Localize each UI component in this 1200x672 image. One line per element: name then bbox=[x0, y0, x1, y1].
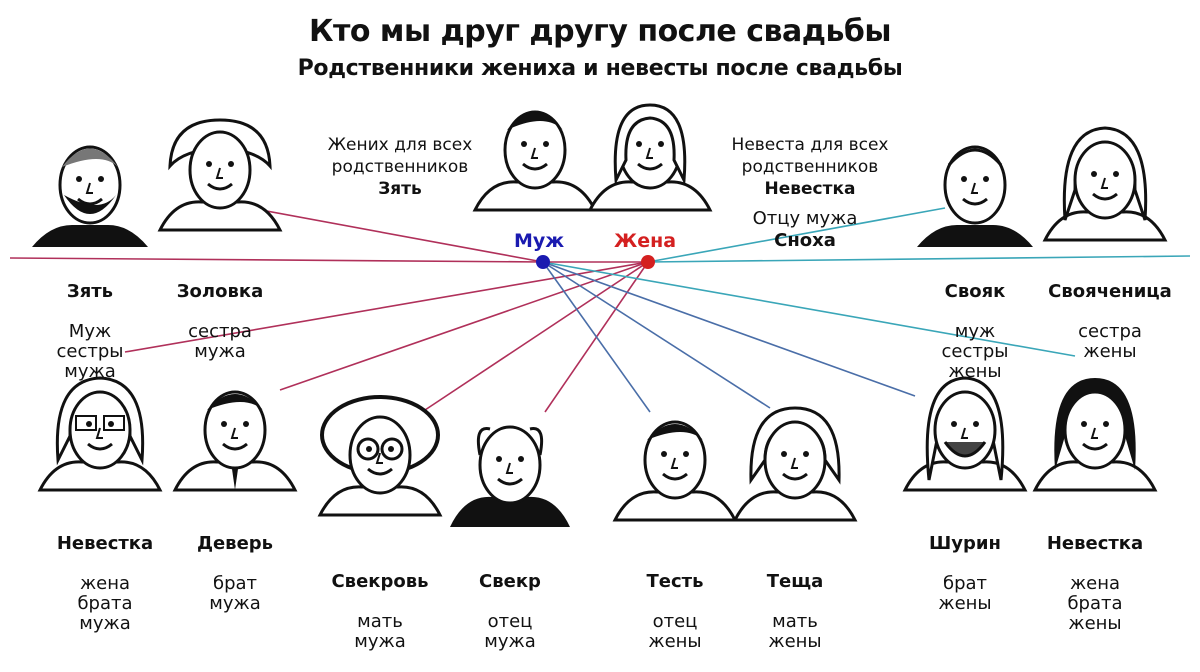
dever-title: Деверь bbox=[196, 533, 274, 554]
zolovka-portrait bbox=[158, 118, 282, 232]
bride-note-line3: Невестка bbox=[764, 179, 856, 199]
line-nevestka2 bbox=[542, 261, 1076, 357]
dever-desc: брат мужа bbox=[209, 573, 261, 614]
zyat-desc: Муж сестры мужа bbox=[56, 321, 124, 382]
label-svekrov: Свекровь мать мужа bbox=[315, 552, 445, 672]
svekr-title: Свекр bbox=[479, 571, 541, 592]
label-zolovka: Золовка сестра мужа bbox=[150, 262, 290, 382]
label-nevestka1: Невестка жена брата мужа bbox=[40, 514, 170, 654]
test-portrait bbox=[613, 420, 737, 522]
svekr-desc: отец мужа bbox=[484, 611, 536, 652]
label-shurin: Шурин брат жены bbox=[910, 514, 1020, 634]
svekrov-portrait bbox=[318, 395, 442, 517]
label-test: Тесть отец жены bbox=[620, 552, 730, 672]
teshcha-title: Теща bbox=[766, 571, 824, 592]
bride-portrait bbox=[588, 103, 712, 212]
groom-note-line3: Зять bbox=[378, 179, 422, 199]
bride-note-line5: Сноха bbox=[774, 230, 836, 251]
groom-portrait bbox=[473, 110, 597, 212]
svoyachenitsa-portrait bbox=[1043, 126, 1167, 242]
zolovka-title: Золовка bbox=[176, 281, 264, 302]
label-zyat: Зять Муж сестры мужа bbox=[30, 262, 150, 402]
connection-lines bbox=[9, 207, 1191, 413]
teshcha-portrait bbox=[733, 406, 857, 522]
shurin-portrait bbox=[903, 376, 1027, 492]
bride-note-line4: Отцу мужа bbox=[752, 208, 858, 229]
nevestka1-desc: жена брата мужа bbox=[77, 573, 133, 634]
line-teshcha bbox=[542, 261, 771, 409]
label-nevestka2: Невестка жена брата жены bbox=[1030, 514, 1160, 654]
bride-note: Невеста для всех родственников Невестка bbox=[700, 134, 920, 200]
test-title: Тесть bbox=[646, 571, 704, 592]
label-dever: Деверь брат мужа bbox=[175, 514, 295, 634]
husband-label: Муж bbox=[514, 230, 565, 252]
line-svoyachenitsa bbox=[647, 255, 1191, 263]
test-desc: отец жены bbox=[648, 611, 702, 652]
bride-note-line2: родственников bbox=[741, 157, 879, 177]
groom-note: Жених для всех родственников Зять bbox=[300, 134, 500, 200]
wife-node bbox=[641, 255, 655, 269]
line-nevestka1 bbox=[124, 261, 649, 353]
svekrov-title: Свекровь bbox=[331, 571, 429, 592]
dever-portrait bbox=[173, 390, 297, 492]
line-svoyak bbox=[647, 207, 946, 263]
bride-note-father: Отцу мужа Сноха bbox=[730, 208, 880, 252]
line-test bbox=[542, 261, 651, 413]
svekrov-desc: мать мужа bbox=[354, 611, 406, 652]
svekr-portrait bbox=[450, 425, 570, 527]
diagram-subtitle: Родственники жениха и невесты после свад… bbox=[297, 56, 903, 81]
label-svoyak: Свояк муж сестры жены bbox=[915, 262, 1035, 402]
nevestka2-title: Невестка bbox=[1046, 533, 1144, 554]
line-dever bbox=[279, 261, 649, 391]
svoyachenitsa-desc: сестра жены bbox=[1078, 321, 1142, 362]
nevestka1-title: Невестка bbox=[56, 533, 154, 554]
svoyak-portrait bbox=[917, 145, 1033, 247]
label-svoyachenitsa: Свояченица сестра жены bbox=[1035, 262, 1185, 382]
zyat-title: Зять bbox=[66, 281, 114, 302]
groom-note-line1: Жених для всех bbox=[327, 135, 473, 155]
teshcha-desc: мать жены bbox=[768, 611, 822, 652]
line-shurin bbox=[542, 261, 916, 397]
svoyak-title: Свояк bbox=[944, 281, 1006, 302]
nevestka1-portrait bbox=[38, 376, 162, 492]
husband-node bbox=[536, 255, 550, 269]
shurin-title: Шурин bbox=[929, 533, 1001, 554]
label-teshcha: Теща мать жены bbox=[740, 552, 850, 672]
wife-label: Жена bbox=[614, 230, 677, 252]
svoyachenitsa-title: Свояченица bbox=[1048, 281, 1172, 302]
label-svekr: Свекр отец мужа bbox=[455, 552, 565, 672]
groom-note-line2: родственников bbox=[331, 157, 469, 177]
shurin-desc: брат жены bbox=[938, 573, 992, 614]
portraits bbox=[32, 103, 1167, 527]
line-zyat bbox=[9, 257, 544, 263]
zyat-portrait bbox=[32, 145, 148, 247]
nevestka2-portrait bbox=[1033, 378, 1157, 492]
svoyak-desc: муж сестры жены bbox=[941, 321, 1009, 382]
line-zolovka bbox=[249, 207, 544, 263]
nevestka2-desc: жена брата жены bbox=[1067, 573, 1123, 634]
diagram-title: Кто мы друг другу после свадьбы bbox=[308, 14, 892, 49]
zolovka-desc: сестра мужа bbox=[188, 321, 252, 362]
bride-note-line1: Невеста для всех bbox=[731, 135, 889, 155]
